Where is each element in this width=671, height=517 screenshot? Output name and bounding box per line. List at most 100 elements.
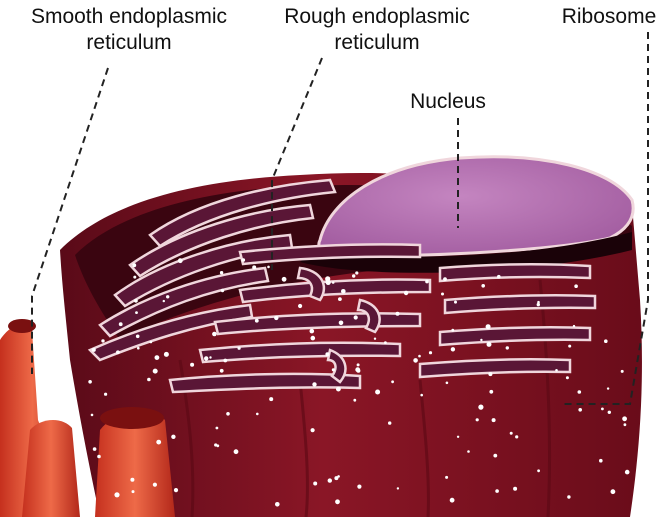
ribosome-dot [604,339,608,343]
ribosome-dot [220,271,223,274]
ribosome-dot [441,293,444,296]
ribosome-dot [252,265,256,269]
smooth-er-label-line2: reticulum [4,30,254,56]
smooth-er-label: Smooth endoplasmic reticulum [4,4,254,56]
ribosome-dot [353,399,356,402]
ribosome-dot [374,338,376,340]
ribosome-dot [622,416,627,421]
ribosome-dot [171,435,175,439]
ribosome-dot [133,276,136,279]
ribosome-dot [355,271,358,274]
ribosome-dot [337,475,340,478]
ribosome-dot [555,369,558,372]
ribosome-dot [418,355,421,358]
ribosome-dot [335,499,340,504]
ribosome-dot [375,390,380,395]
ribosome-dot [116,350,120,354]
ribosome-dot [388,421,391,424]
ribosome-dot [488,372,492,376]
ribosome-dot [92,348,96,352]
rough-er-label-line2: reticulum [252,30,502,56]
ribosome-dot [214,443,217,446]
ribosome-dot [256,413,259,416]
ribosome-dot [578,390,582,394]
ribosome-dot [313,482,317,486]
ribosome-dot [608,411,611,414]
ribosome-dot [238,347,241,350]
ribosome-dot [166,295,169,298]
ribosome-dot [275,502,280,507]
ribosome-dot [325,352,329,356]
ribosome-dot [425,280,429,284]
ribosome-dot [282,277,287,282]
ribosome-label: Ribosome [548,4,670,30]
ribosome-dot [486,324,491,329]
ribosome-dot [391,380,394,383]
ribosome-dot [476,418,479,421]
ribosome-dot [339,321,344,326]
ribosome-dot [537,303,540,306]
ribosome-dot [450,498,455,503]
ribosome-dot [204,356,208,360]
ribosome-dot [130,478,134,482]
ribosome-dot [397,487,399,489]
ribosome-dot [510,432,513,435]
ribosome-dot [212,332,217,337]
ribosome-dot [209,356,211,358]
ribosome-dot [487,342,492,347]
ribosome-dot [356,369,360,373]
ribosome-dot [274,316,278,320]
ribosome-dot [255,319,259,323]
ribosome-dot [354,315,358,319]
ribosome-dot [568,345,571,348]
ribosome-dot [136,335,140,339]
ribosome-dot [104,393,107,396]
ribosome-dot [357,485,361,489]
ribosome-dot [451,347,455,351]
ribosome-dot [497,275,501,279]
ribosome-dot [150,341,153,344]
ribosome-dot [489,390,493,394]
ribosome-dot [481,284,485,288]
ribosome-dot [298,304,302,308]
ribosome-dot [599,459,603,463]
ribosome-dot [216,427,219,430]
ribosome-dot [567,495,570,498]
ribosome-dot [332,368,335,371]
ribosome-dot [163,300,165,302]
ribosome-dot [396,312,400,316]
ribosome-dot [506,346,509,349]
ribosome-dot [443,277,447,281]
ribosome-dot [242,258,246,262]
ribosome-dot [269,397,273,401]
ribosome-dot [153,483,157,487]
ribosome-dot [454,301,457,304]
ribosome-dot [310,329,315,334]
ribosome-dot [220,369,224,373]
ribosome-dot [467,450,470,453]
ribosome-dot [153,369,158,374]
ribosome-dot [267,266,270,269]
ribosome-dot [420,394,423,397]
ribosome-dot [114,492,119,497]
ribosome-dot [132,490,135,493]
ribosome-dot [601,408,604,411]
ribosome-dot [413,358,418,363]
ribosome-dot [357,363,360,366]
ribosome-dot [156,440,161,445]
ribosome-dot [621,370,624,373]
ribosome-dot [429,351,432,354]
ribosome-dot [132,263,136,267]
ribosome-dot [178,258,183,263]
ribosome-dot [573,325,575,327]
ribosome-dot [611,489,616,494]
rough-er-label: Rough endoplasmic reticulum [252,4,502,56]
ribosome-dot [446,382,449,385]
ribosome-dot [190,363,194,367]
ribosome-dot [451,329,454,332]
ribosome-dot [493,454,497,458]
ribosome-dot [311,336,316,341]
ribosome-dot [384,341,387,344]
ribosome-dot [155,355,160,360]
